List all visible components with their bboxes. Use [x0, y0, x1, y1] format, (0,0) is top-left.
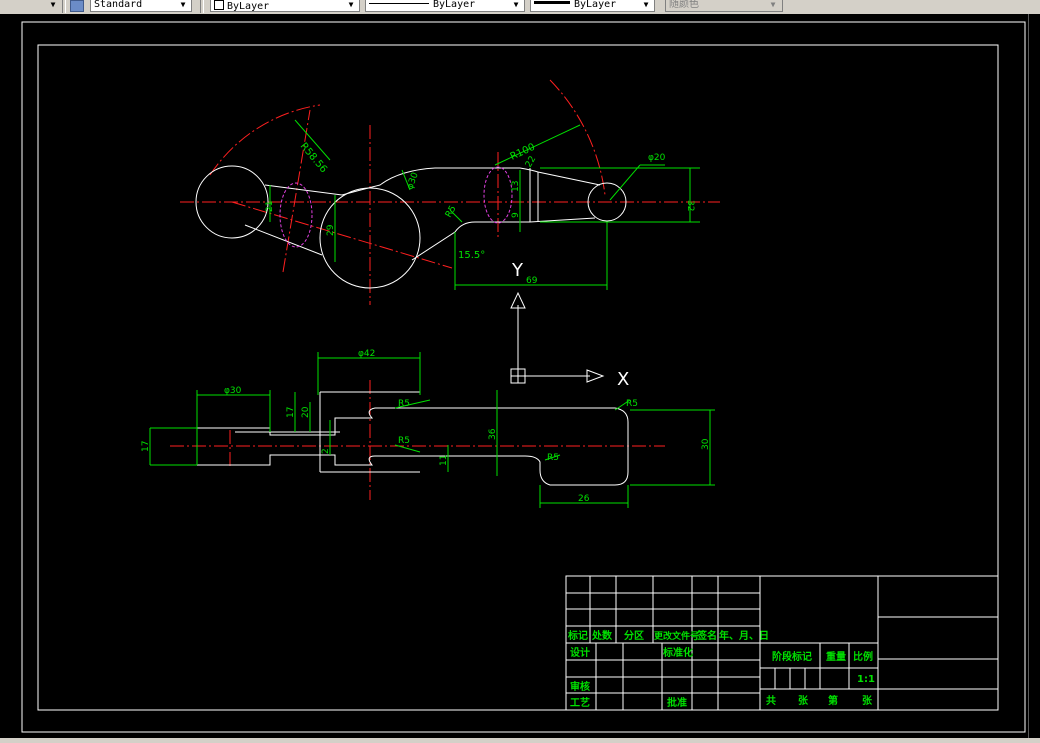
color-swatch-icon — [214, 0, 224, 10]
toolbar-separator — [62, 0, 66, 13]
layer-color-value: ByLayer — [227, 1, 270, 12]
tb-header-date: 年、月、日 — [719, 629, 769, 642]
linetype-select[interactable]: ByLayer — [365, 0, 525, 12]
tb-header-count: 处数 — [591, 629, 613, 642]
text-style-value: Standard — [94, 0, 143, 10]
ucs-icon — [510, 291, 605, 384]
dim-32-label: 32 — [685, 200, 695, 211]
bottom-view: φ42 φ30 17 17 20 2 R5 R5 R5 R5 36 11 30 … — [141, 349, 715, 508]
dim-2-label: 2 — [321, 448, 331, 454]
tb-header-signature: 签名 — [696, 629, 717, 642]
outer-frame — [21, 21, 1026, 733]
properties-toolbar: ▼ Standard ▼ ByLayer ▼ ByLayer ▼ ByLayer… — [0, 0, 1040, 15]
dim-angle-label: 15.5° — [458, 250, 485, 261]
dim-phi20-label: φ20 — [648, 153, 666, 163]
dim-phi30b-label: φ30 — [224, 386, 242, 396]
dim-r5-label: R5 — [444, 204, 459, 219]
layer-color-select[interactable]: ByLayer — [210, 0, 360, 12]
viewport-right-edge — [1028, 14, 1040, 739]
dim-20-label: 20 — [301, 406, 311, 418]
tb-page-label: 第 — [828, 694, 838, 707]
viewport-bottom-edge — [0, 738, 1040, 743]
tb-header-change-doc: 更改文件号 — [654, 630, 699, 642]
tb-process-label: 工艺 — [570, 696, 590, 709]
tb-approve-label: 批准 — [667, 696, 687, 709]
chevron-down-icon[interactable]: ▼ — [513, 0, 519, 9]
dim-30-label: 30 — [701, 438, 711, 450]
tb-scale-label: 比例 — [853, 650, 873, 663]
dim-22-label: 22 — [524, 155, 538, 170]
ucs-y-label: Y — [511, 260, 524, 281]
chevron-down-icon[interactable]: ▼ — [180, 0, 186, 9]
text-style-select[interactable]: Standard — [90, 0, 192, 12]
linetype-sample-icon — [369, 3, 429, 4]
lineweight-sample-icon — [534, 1, 570, 4]
tb-header-mark: 标记 — [567, 629, 588, 642]
dim-17a-label: 17 — [141, 441, 151, 452]
chevron-down-icon[interactable]: ▼ — [348, 0, 354, 9]
dim-13-label: 13 — [511, 181, 521, 192]
top-view: R58.56 R100 22 φ20 32 21 29 φ30 R5 15.5°… — [180, 79, 720, 305]
dim-26-label: 26 — [578, 494, 590, 504]
dim-29-label: 29 — [326, 224, 336, 236]
drawing-canvas[interactable]: R58.56 R100 22 φ20 32 21 29 φ30 R5 15.5°… — [0, 14, 1040, 739]
dim-r5a-label: R5 — [398, 399, 410, 409]
tb-review-label: 审核 — [570, 680, 590, 693]
tb-standardize-label: 标准化 — [662, 646, 693, 659]
chevron-down-icon[interactable]: ▼ — [50, 0, 56, 9]
dim-9-label: 9 — [511, 212, 521, 218]
plot-style-value: 随颜色 — [669, 0, 699, 10]
dim-17b-label: 17 — [286, 407, 296, 418]
chevron-down-icon[interactable]: ▼ — [770, 0, 776, 9]
ucs-x-label: X — [617, 369, 629, 390]
tb-header-zone: 分区 — [624, 629, 644, 642]
tb-sheets1-label: 张 — [798, 694, 809, 707]
dim-69-label: 69 — [526, 276, 538, 286]
toolbar-separator — [200, 0, 204, 13]
cad-drawing: R58.56 R100 22 φ20 32 21 29 φ30 R5 15.5°… — [21, 21, 1026, 733]
text-style-icon[interactable] — [70, 0, 84, 12]
plot-style-select[interactable]: 随颜色 — [665, 0, 783, 12]
inner-frame — [37, 44, 999, 711]
dim-phi42-label: φ42 — [358, 349, 375, 359]
dim-r5b-label: R5 — [398, 436, 410, 446]
tb-design-label: 设计 — [570, 646, 590, 659]
tb-scale-value: 1:1 — [857, 674, 875, 685]
linetype-value: ByLayer — [433, 0, 476, 10]
dim-11-label: 11 — [439, 455, 449, 466]
tb-stage-mark-label: 阶段标记 — [772, 650, 812, 663]
chevron-down-icon[interactable]: ▼ — [643, 0, 649, 9]
title-block: 标记 处数 分区 更改文件号 签名 年、月、日 设计 标准化 审核 工艺 批准 … — [565, 575, 999, 711]
dim-36-label: 36 — [488, 428, 498, 440]
tb-sheets2-label: 张 — [862, 694, 873, 707]
dim-phi30-label: φ30 — [405, 171, 420, 191]
dim-r5d-label: R5 — [626, 399, 638, 409]
tb-weight-label: 重量 — [826, 650, 846, 663]
dim-r5c-label: R5 — [547, 453, 559, 463]
lineweight-select[interactable]: ByLayer — [530, 0, 655, 12]
lineweight-value: ByLayer — [574, 0, 617, 10]
tb-total-label: 共 — [766, 694, 776, 707]
dim-21-label: 21 — [265, 201, 275, 212]
